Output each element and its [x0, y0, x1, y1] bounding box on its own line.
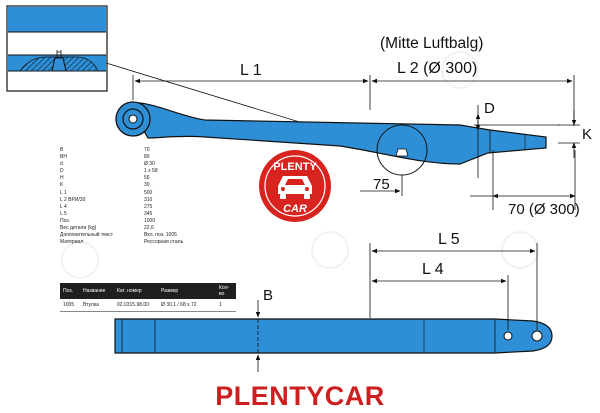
parts-header-catalog: Кат. номер	[114, 283, 158, 299]
top-dimension-labels: (Mitte Luftbalg) L 1 L 2 (Ø 300) D K 75 …	[240, 35, 592, 218]
spec-key: D	[60, 168, 64, 175]
spring-leaf-bottom	[114, 318, 553, 354]
spec-value: 1000	[144, 217, 156, 224]
brand-name: PLENTYCAR	[215, 381, 385, 411]
spec-key: L 1	[60, 189, 67, 196]
parts-table-header: Поз. Название Кат. номер Размер Кол-во	[60, 283, 236, 299]
dimension-l5-label: L 5	[438, 231, 460, 248]
mitte-luftbalg-label: (Mitte Luftbalg)	[380, 35, 483, 52]
dimension-l2-label: L 2 (Ø 300)	[397, 60, 477, 77]
parts-cell-name: Втулка	[80, 299, 114, 312]
spec-row: Вес детали (kg) 22,6	[60, 225, 183, 232]
parts-header-name: Название	[80, 283, 114, 299]
spec-row: K 30	[60, 182, 183, 189]
top-dimensions	[132, 75, 580, 210]
detail-view	[6, 5, 399, 153]
spec-value: 70	[144, 147, 150, 153]
spec-key: Вес детали (kg)	[60, 225, 97, 232]
spec-value: 56	[144, 175, 150, 182]
spec-value: Ø 30	[144, 161, 155, 168]
spring-leaf-top	[115, 101, 547, 176]
spec-key: L 5	[60, 210, 67, 217]
spec-key: BH	[60, 154, 67, 161]
parts-header-pos: Поз.	[60, 283, 80, 299]
spec-value: 500	[144, 189, 153, 196]
spec-row: H 56	[60, 175, 183, 182]
spec-value: 1 x 58	[144, 168, 158, 175]
spec-value: 30	[144, 182, 150, 189]
spec-key: Поз.	[60, 217, 70, 224]
dimension-d-label: D	[484, 100, 495, 117]
bottom-dimension-labels: L 5 L 4 B	[263, 231, 460, 304]
spec-key: L 4	[60, 203, 67, 210]
spec-row: d Ø 30	[60, 161, 183, 168]
watermark	[61, 51, 539, 279]
dimension-b-label: B	[263, 287, 273, 304]
spec-row: Дополнительный текст Вкл. поз. 1005	[60, 232, 183, 239]
spec-value: 80	[144, 154, 150, 161]
spec-row: B 70	[60, 147, 183, 154]
dimension-75-label: 75	[373, 176, 390, 193]
parts-header-qty: Кол-во	[216, 283, 236, 299]
parts-header-size: Размер	[158, 283, 216, 299]
parts-cell-catalog: 02.0315.98.00	[114, 299, 158, 312]
spec-key: B	[60, 147, 64, 153]
spec-row: Материал Рессорная сталь	[60, 239, 183, 246]
spec-value: 22,6	[144, 225, 154, 232]
logo-bottom-text: CAR	[283, 203, 307, 215]
spec-key: K	[60, 182, 64, 189]
spec-key: L 2 ВРИ/30	[60, 196, 86, 203]
bottom-dimensions	[255, 243, 538, 372]
spec-row: D 1 x 58	[60, 168, 183, 175]
parts-table: Поз. Название Кат. номер Размер Кол-во 1…	[60, 283, 236, 312]
spec-key: Материал	[60, 239, 84, 246]
spec-value: 275	[144, 203, 153, 210]
spec-key: d	[60, 161, 63, 168]
logo-top-text: PLENTY	[273, 161, 317, 173]
dimension-k-label: K	[582, 126, 592, 143]
dimension-l4-label: L 4	[422, 261, 444, 278]
spec-value: Вкл. поз. 1005	[144, 232, 177, 239]
parts-cell-pos: 1005	[60, 299, 80, 312]
spec-row: BH 80	[60, 154, 183, 161]
plentycar-logo: PLENTY CAR	[259, 150, 331, 222]
spec-row: L 4 275	[60, 204, 183, 211]
table-row: 1005 Втулка 02.0315.98.00 Ø 30,1 / 68 x …	[60, 299, 236, 312]
parts-cell-size: Ø 30,1 / 68 x 72	[158, 299, 216, 312]
parts-cell-qty: 1	[216, 299, 236, 312]
spec-value: 345	[144, 210, 153, 217]
spec-row: Поз. 1000	[60, 218, 183, 225]
spec-row: L 5 345	[60, 211, 183, 218]
spec-key: Дополнительный текст	[60, 232, 114, 239]
dimension-l1-label: L 1	[240, 62, 262, 79]
dimension-70-label: 70 (Ø 300)	[508, 201, 580, 218]
spec-key: H	[60, 175, 64, 182]
spec-value: 310	[144, 196, 153, 203]
spec-row: L 1 500	[60, 190, 183, 197]
spec-value: Рессорная сталь	[144, 239, 184, 246]
spec-row: L 2 ВРИ/30 310	[60, 197, 183, 204]
